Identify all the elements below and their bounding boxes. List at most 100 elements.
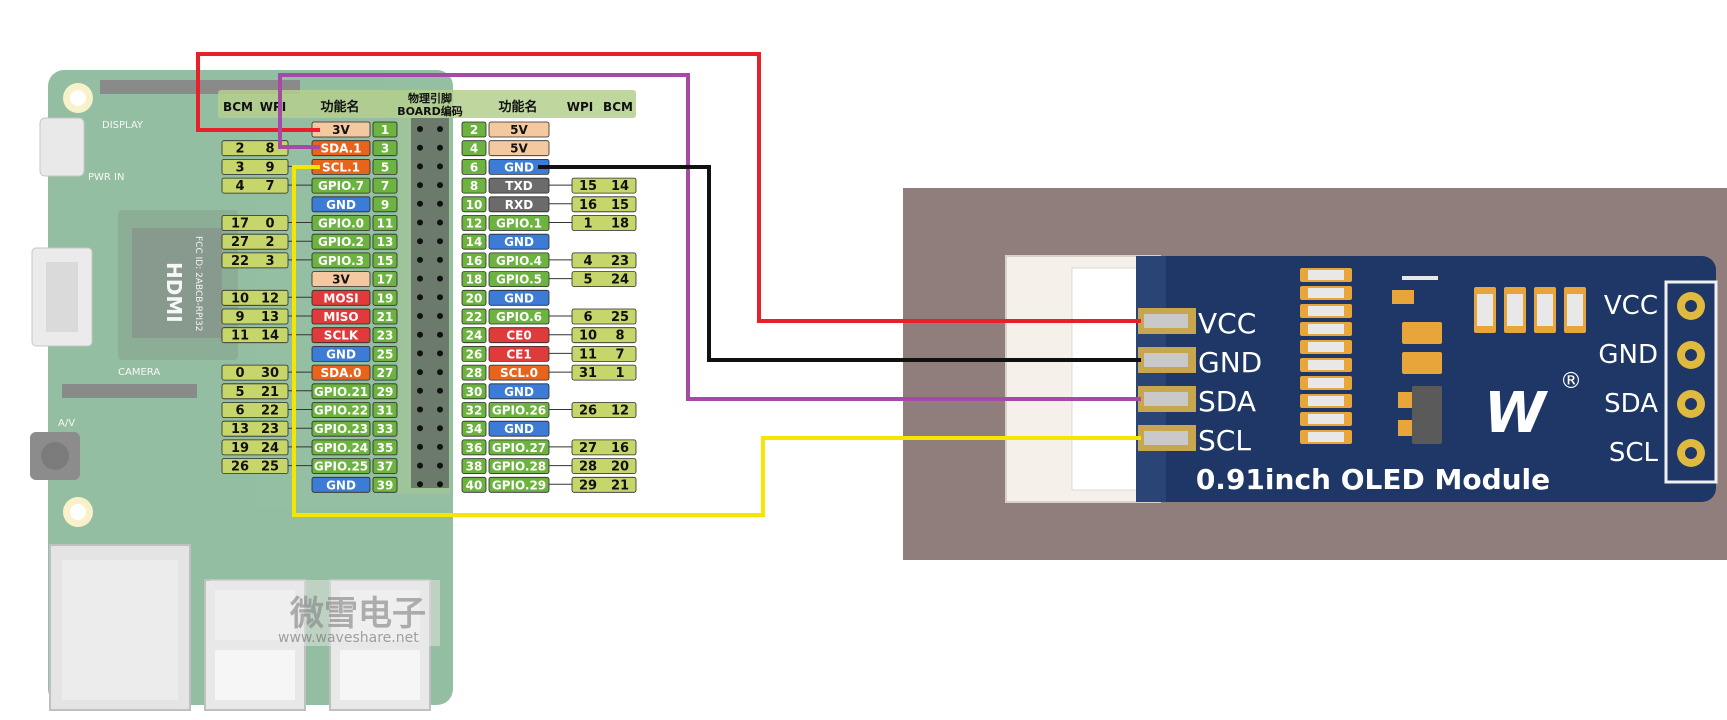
pin-num-right-12: 26 bbox=[461, 345, 487, 362]
pin-num-left-17: 35 bbox=[372, 439, 398, 456]
pin-num-right-0: 2 bbox=[461, 121, 487, 138]
func-left-15: GPIO.22 bbox=[311, 402, 371, 418]
func-left-4: GND bbox=[311, 196, 371, 213]
pin-num-left-11-text: 23 bbox=[377, 329, 394, 343]
func-left-7-text: GPIO.3 bbox=[318, 254, 364, 268]
wpi-left-1: 8 bbox=[265, 142, 274, 157]
pin-num-right-1-text: 4 bbox=[470, 142, 478, 156]
func-left-16: GPIO.23 bbox=[311, 420, 371, 437]
pin-num-left-12: 25 bbox=[372, 345, 398, 362]
pin-num-right-9-text: 20 bbox=[466, 291, 483, 305]
func-right-4: RXD bbox=[488, 196, 550, 213]
func-left-8: 3V bbox=[311, 271, 371, 288]
pin-num-left-3-text: 7 bbox=[381, 179, 389, 193]
func-left-5: GPIO.0 bbox=[311, 215, 371, 231]
wpi-right-11: 10 bbox=[579, 329, 597, 344]
bcm-left-1: 2 bbox=[235, 142, 244, 157]
func-left-0-text: 3V bbox=[332, 123, 350, 137]
func-right-0-text: 5V bbox=[510, 123, 528, 137]
pin-num-left-3: 7 bbox=[372, 177, 398, 194]
silk-hdmi: HDMI bbox=[162, 262, 186, 323]
wpi-left-11: 14 bbox=[261, 329, 279, 344]
smd-ic bbox=[1412, 386, 1442, 444]
pin-num-left-0: 1 bbox=[372, 121, 398, 138]
header-bcm-right: BCM bbox=[603, 100, 633, 114]
bcm-right-18: 20 bbox=[611, 460, 629, 475]
wpi-right-12: 11 bbox=[579, 347, 597, 362]
header-func-left: 功能名 bbox=[320, 99, 359, 115]
bcm-left-5: 17 bbox=[231, 217, 249, 232]
func-left-11: SCLK bbox=[311, 327, 371, 344]
bcm-right-4: 15 bbox=[611, 198, 629, 213]
bcm-left-3: 4 bbox=[235, 179, 244, 194]
oled-title: 0.91inch OLED Module bbox=[1196, 463, 1550, 496]
wpi-right-13: 31 bbox=[579, 366, 597, 381]
bcm-right-12: 7 bbox=[615, 347, 624, 362]
bcm-right-10: 25 bbox=[611, 310, 629, 325]
func-right-16-text: GND bbox=[504, 422, 534, 436]
func-left-19: GND bbox=[311, 476, 371, 493]
silk-pwr: PWR IN bbox=[88, 172, 124, 183]
pin-num-left-9-text: 19 bbox=[377, 291, 394, 305]
pin-num-right-8: 18 bbox=[461, 271, 487, 288]
silk-av: A/V bbox=[58, 418, 75, 429]
func-left-6-text: GPIO.2 bbox=[318, 235, 364, 249]
pin-num-right-18: 38 bbox=[461, 458, 487, 475]
func-left-6: GPIO.2 bbox=[311, 233, 371, 250]
wpi-left-14: 21 bbox=[261, 385, 279, 400]
wpi-right-5: 1 bbox=[583, 217, 592, 232]
func-right-3-text: TXD bbox=[505, 179, 532, 193]
pin-num-right-2: 6 bbox=[461, 158, 487, 175]
func-left-4-text: GND bbox=[326, 198, 356, 212]
pin-num-left-0-text: 1 bbox=[381, 123, 389, 137]
func-right-1-text: 5V bbox=[510, 142, 528, 156]
header-bcm-left: BCM bbox=[223, 100, 253, 114]
func-right-7: GPIO.4 bbox=[488, 252, 550, 269]
pin-num-left-15-text: 31 bbox=[377, 404, 394, 418]
func-left-10: MISO bbox=[311, 308, 371, 325]
func-right-10: GPIO.6 bbox=[488, 308, 550, 325]
bcm-left-11: 11 bbox=[231, 329, 249, 344]
func-right-13: SCL.0 bbox=[488, 364, 550, 381]
wpi-left-15: 22 bbox=[261, 404, 279, 419]
wpi-bcm-right-19-bg bbox=[571, 476, 637, 493]
func-left-9-text: MOSI bbox=[323, 291, 358, 305]
pin-num-right-12-text: 26 bbox=[466, 347, 483, 361]
registered-mark: ® bbox=[1560, 369, 1582, 394]
smd-part bbox=[1402, 322, 1442, 344]
pin-num-left-6-text: 13 bbox=[377, 235, 394, 249]
func-left-1: SDA.1 bbox=[311, 140, 371, 157]
pin-num-right-5: 12 bbox=[461, 215, 487, 231]
wpi-bcm-right-17-bg bbox=[571, 439, 637, 456]
bcm-right-7: 23 bbox=[611, 254, 629, 269]
func-right-5-text: GPIO.1 bbox=[496, 217, 542, 231]
func-left-10-text: MISO bbox=[323, 310, 358, 324]
func-left-14: GPIO.21 bbox=[311, 383, 371, 400]
func-left-2: SCL.1 bbox=[311, 158, 371, 175]
wpi-right-7: 4 bbox=[583, 254, 592, 269]
pin-num-right-1: 4 bbox=[461, 140, 487, 157]
bcm-left-7: 22 bbox=[231, 254, 249, 269]
bcm-left-10: 9 bbox=[235, 310, 244, 325]
pin-num-left-19-text: 39 bbox=[377, 478, 394, 492]
bcm-right-8: 24 bbox=[611, 273, 629, 288]
bcm-left-15: 6 bbox=[235, 404, 244, 419]
func-right-7-text: GPIO.4 bbox=[496, 254, 542, 268]
connector-label-gnd: GND bbox=[1198, 346, 1262, 379]
bcm-left-13: 0 bbox=[235, 366, 244, 381]
pin-num-left-19: 39 bbox=[372, 476, 398, 493]
pin-num-left-13-text: 27 bbox=[377, 366, 394, 380]
wpi-left-3: 7 bbox=[265, 179, 274, 194]
func-left-11-text: SCLK bbox=[324, 329, 359, 343]
wpi-bcm-right-15-bg bbox=[571, 402, 637, 418]
wpi-right-15: 26 bbox=[579, 404, 597, 419]
func-right-14-text: GND bbox=[504, 385, 534, 399]
pin-num-right-14-text: 30 bbox=[466, 385, 483, 399]
pin-num-right-11: 24 bbox=[461, 327, 487, 344]
wpi-left-16: 23 bbox=[261, 422, 279, 437]
func-left-18-text: GPIO.25 bbox=[314, 460, 368, 474]
pin-num-left-1-text: 3 bbox=[381, 142, 389, 156]
func-left-19-text: GND bbox=[326, 478, 356, 492]
func-right-6-text: GND bbox=[504, 235, 534, 249]
pin-num-right-9: 20 bbox=[461, 289, 487, 306]
